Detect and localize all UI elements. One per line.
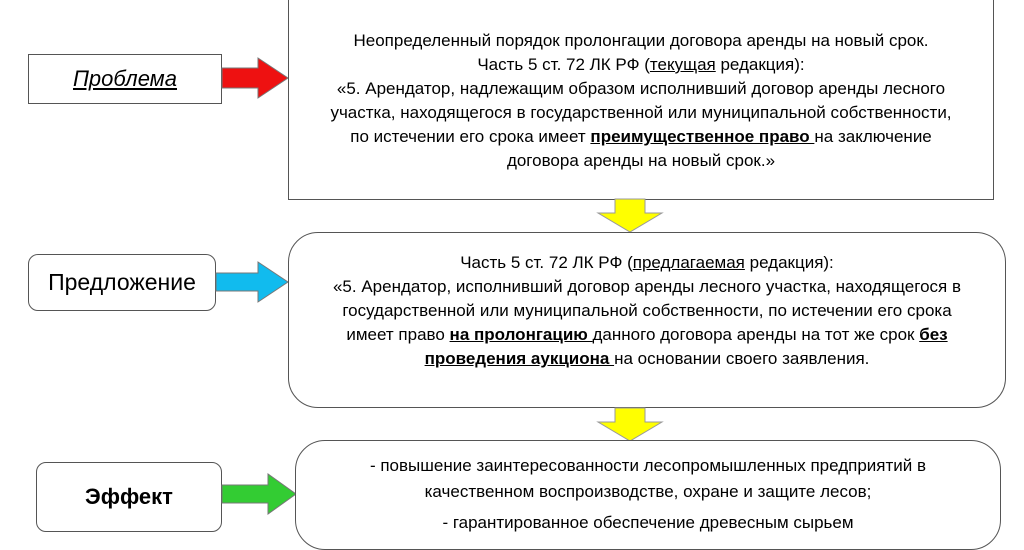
problem-line2: Часть 5 ст. 72 ЛК РФ (текущая редакция):: [477, 55, 805, 74]
effect-label-box: Эффект: [36, 462, 222, 532]
proposal-body: «5. Арендатор, исполнивший договор аренд…: [332, 277, 962, 368]
blue-arrow-icon: [215, 261, 289, 303]
effect-content-box: - повышение заинтересованности лесопромы…: [295, 440, 1001, 550]
proposal-label: Предложение: [48, 269, 196, 295]
effect-item: - гарантированное обеспечение древесным …: [442, 513, 854, 532]
proposal-line1: Часть 5 ст. 72 ЛК РФ (предлагаемая редак…: [460, 253, 834, 272]
effect-item: - повышение заинтересованности лесопромы…: [369, 456, 927, 501]
green-arrow-icon: [221, 473, 297, 515]
proposal-content-box: Часть 5 ст. 72 ЛК РФ (предлагаемая редак…: [288, 232, 1006, 408]
proposal-label-box: Предложение: [28, 254, 216, 311]
red-arrow-icon: [221, 57, 289, 99]
yellow-arrow-down-icon: [596, 407, 664, 442]
problem-label: Проблема: [72, 66, 178, 91]
problem-body: «5. Арендатор, надлежащим образом исполн…: [330, 79, 952, 170]
effect-label: Эффект: [85, 484, 173, 509]
problem-content-box: Неопределенный порядок пролонгации догов…: [288, 0, 994, 200]
yellow-arrow-down-icon: [596, 198, 664, 233]
problem-label-box: Проблема: [28, 54, 222, 104]
problem-line1: Неопределенный порядок пролонгации догов…: [353, 31, 929, 50]
